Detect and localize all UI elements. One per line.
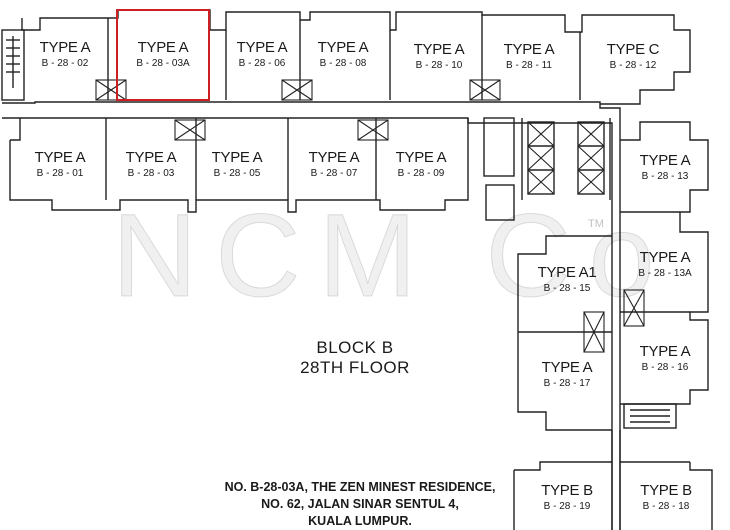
unit-12[interactable]: TYPE C B - 28 - 12 [590,42,676,76]
unit-code-label: B - 28 - 15 [543,283,591,294]
unit-code-label: B - 28 - 10 [415,60,463,71]
unit-type-label: TYPE A [211,149,263,166]
unit-code-label: B - 28 - 13A [638,268,692,279]
unit-11[interactable]: TYPE A B - 28 - 11 [486,42,572,76]
unit-type-label: TYPE A [413,41,465,58]
unit-code-label: B - 28 - 11 [506,60,552,71]
block-label: BLOCK B [316,338,394,357]
unit-16[interactable]: TYPE A B - 28 - 16 [624,344,706,378]
address-line-3: KUALA LUMPUR. [308,514,412,528]
unit-type-label: TYPE A [39,39,91,56]
unit-type-label: TYPE A [503,41,555,58]
unit-code-label: B - 28 - 03 [127,168,175,179]
unit-05[interactable]: TYPE A B - 28 - 05 [196,150,278,184]
unit-code-label: B - 28 - 02 [41,58,89,69]
unit-13a[interactable]: TYPE A B - 28 - 13A [624,250,706,284]
floor-label: 28TH FLOOR [300,358,410,377]
unit-type-label: TYPE A1 [537,264,597,281]
unit-17[interactable]: TYPE A B - 28 - 17 [522,360,612,394]
unit-type-label: TYPE A [395,149,447,166]
unit-type-label: TYPE B [640,482,692,499]
unit-10[interactable]: TYPE A B - 28 - 10 [396,42,482,76]
unit-code-label: B - 28 - 07 [310,168,358,179]
unit-type-label: TYPE A [137,39,189,56]
unit-type-label: TYPE A [34,149,86,166]
unit-code-label: B - 28 - 13 [641,171,689,182]
unit-code-label: B - 28 - 19 [543,501,591,512]
unit-06[interactable]: TYPE A B - 28 - 06 [222,40,302,74]
watermark: NCM Co [111,190,673,322]
unit-18[interactable]: TYPE B B - 28 - 18 [624,483,708,517]
unit-type-label: TYPE A [639,152,691,169]
unit-03a[interactable]: TYPE A B - 28 - 03A [120,40,206,74]
unit-07[interactable]: TYPE A B - 28 - 07 [292,150,376,184]
unit-09[interactable]: TYPE A B - 28 - 09 [380,150,462,184]
unit-01[interactable]: TYPE A B - 28 - 01 [15,150,105,184]
unit-code-label: B - 28 - 17 [543,378,591,389]
unit-type-label: TYPE A [308,149,360,166]
unit-code-label: B - 28 - 18 [642,501,690,512]
unit-type-label: TYPE A [125,149,177,166]
unit-type-label: TYPE A [236,39,288,56]
unit-type-label: TYPE A [541,359,593,376]
unit-code-label: B - 28 - 03A [136,58,190,69]
address-line-2: NO. 62, JALAN SINAR SENTUL 4, [261,497,459,511]
unit-19[interactable]: TYPE B B - 28 - 19 [522,483,612,517]
unit-code-label: B - 28 - 01 [36,168,84,179]
highlighted-unit-outline [116,9,210,101]
address-line-1: NO. B-28-03A, THE ZEN MINEST RESIDENCE, [224,480,496,494]
unit-type-label: TYPE A [639,343,691,360]
unit-code-label: B - 28 - 09 [397,168,445,179]
unit-code-label: B - 28 - 05 [213,168,261,179]
unit-type-label: TYPE A [317,39,369,56]
trademark-mark: TM [588,218,604,230]
unit-02[interactable]: TYPE A B - 28 - 02 [25,40,105,74]
unit-08[interactable]: TYPE A B - 28 - 08 [302,40,384,74]
unit-code-label: B - 28 - 12 [609,60,657,71]
unit-type-label: TYPE A [639,249,691,266]
unit-03[interactable]: TYPE A B - 28 - 03 [108,150,194,184]
unit-code-label: B - 28 - 06 [238,58,286,69]
unit-type-label: TYPE C [606,41,660,58]
unit-type-label: TYPE B [541,482,593,499]
unit-13[interactable]: TYPE A B - 28 - 13 [624,153,706,187]
unit-15[interactable]: TYPE A1 B - 28 - 15 [522,265,612,299]
unit-code-label: B - 28 - 08 [319,58,367,69]
unit-code-label: B - 28 - 16 [641,362,689,373]
